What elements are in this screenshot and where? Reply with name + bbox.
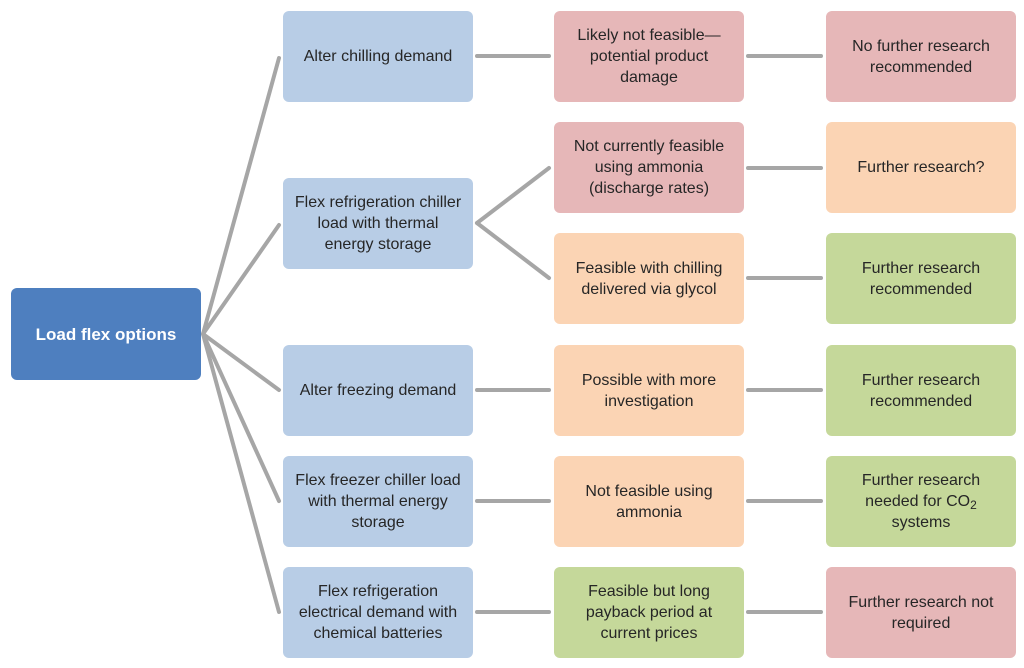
feasibility-label: Feasible but long payback period at curr…: [585, 583, 713, 642]
feasibility-label: Possible with more investigation: [581, 371, 717, 410]
connector-root-to-option-3: [201, 332, 281, 392]
root-node: Load flex options: [11, 288, 201, 380]
connector-root-to-option-5: [201, 332, 281, 614]
option-label: Alter freezing demand: [299, 382, 457, 399]
option-label: Flex refrigeration chiller load with the…: [294, 194, 462, 253]
option-node-2: Flex refrigeration chiller load with the…: [283, 178, 473, 269]
connector-option-2-to-feasibility-2a: [475, 166, 551, 225]
recommendation-text-pre: Further research needed for CO: [861, 472, 981, 510]
recommendation-label: Further research not required: [848, 593, 994, 632]
subscript-2: 2: [970, 498, 977, 512]
recommendation-node-2a: Further research?: [826, 122, 1016, 213]
feasibility-node-3: Possible with more investigation: [554, 345, 744, 436]
recommendation-node-1: No further research recommended: [826, 11, 1016, 102]
recommendation-node-4: Further research needed for CO2 systems: [826, 456, 1016, 547]
recommendation-label: No further research recommended: [852, 37, 990, 76]
recommendation-node-3: Further research recommended: [826, 345, 1016, 436]
option-node-3: Alter freezing demand: [283, 345, 473, 436]
recommendation-label: Further research?: [857, 159, 985, 176]
option-node-1: Alter chilling demand: [283, 11, 473, 102]
feasibility-node-1: Likely not feasible—potential product da…: [554, 11, 744, 102]
feasibility-label: Not currently feasible using ammonia (di…: [573, 138, 725, 197]
connector-root-to-option-4: [201, 332, 281, 503]
root-label: Load flex options: [35, 324, 177, 344]
recommendation-node-5: Further research not required: [826, 567, 1016, 658]
feasibility-node-2a: Not currently feasible using ammonia (di…: [554, 122, 744, 213]
option-label: Flex freezer chiller load with thermal e…: [295, 472, 461, 531]
recommendation-label: Further research recommended: [861, 371, 981, 410]
feasibility-node-2b: Feasible with chilling delivered via gly…: [554, 233, 744, 324]
recommendation-label: Further research needed for CO2 systems: [834, 470, 1008, 533]
recommendation-node-2b: Further research recommended: [826, 233, 1016, 324]
recommendation-label: Further research recommended: [861, 259, 981, 298]
connector-root-to-option-2: [201, 223, 281, 336]
feasibility-label: Likely not feasible—potential product da…: [577, 27, 721, 86]
connector-option-2-to-feasibility-2b: [475, 221, 551, 280]
option-node-5: Flex refrigeration electrical demand wit…: [283, 567, 473, 658]
option-label: Flex refrigeration electrical demand wit…: [298, 583, 458, 642]
feasibility-node-4: Not feasible using ammonia: [554, 456, 744, 547]
option-label: Alter chilling demand: [303, 48, 453, 65]
feasibility-label: Feasible with chilling delivered via gly…: [575, 259, 723, 298]
feasibility-node-5: Feasible but long payback period at curr…: [554, 567, 744, 658]
connector-root-to-option-1: [201, 56, 281, 336]
recommendation-text-post: systems: [891, 514, 951, 531]
option-node-4: Flex freezer chiller load with thermal e…: [283, 456, 473, 547]
feasibility-label: Not feasible using ammonia: [585, 482, 713, 521]
